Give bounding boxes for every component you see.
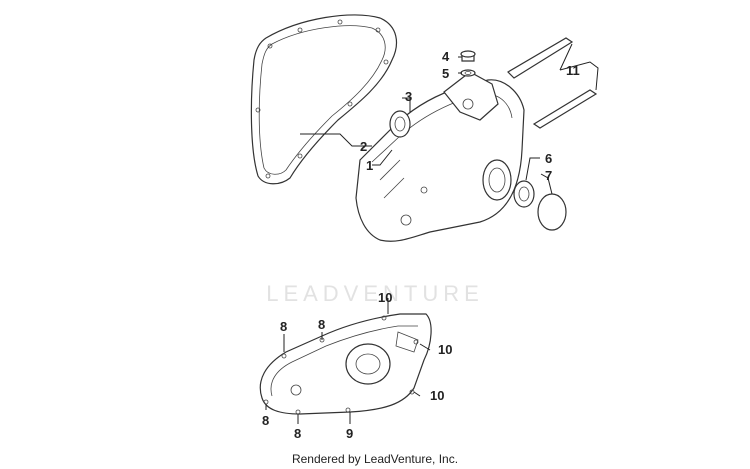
strap-parts [507,37,598,129]
cover-housing-part [355,71,525,242]
outer-cover-part [259,313,432,415]
callout-2: 2 [360,139,367,154]
callout-3: 3 [405,89,412,104]
callout-11: 11 [566,63,580,78]
callout-10-top: 10 [378,290,392,305]
callout-6: 6 [545,151,552,166]
bearing-seal-part [513,180,535,208]
callout-8-top-left: 8 [280,319,287,334]
callout-10-bottom: 10 [430,388,444,403]
gasket-part [250,14,398,185]
callout-4: 4 [442,49,450,64]
leader-lines [265,43,599,424]
callout-9: 9 [346,426,353,441]
callout-7: 7 [545,168,552,183]
washer-part [460,69,476,77]
seal-part [389,110,411,138]
plug-part [460,50,476,62]
callout-5: 5 [442,66,449,81]
callout-10-right: 10 [438,342,452,357]
callout-8-bottom: 8 [294,426,301,441]
watermark: LEADVENTURE [266,281,484,306]
callout-8-top: 8 [318,317,325,332]
callout-1: 1 [366,158,373,173]
footer-credit: Rendered by LeadVenture, Inc. [291,452,459,466]
o-ring-cap-part [537,193,567,231]
callout-8-bottom-left: 8 [262,413,269,428]
callout-labels: 1 2 3 4 5 6 7 11 10 10 10 8 8 8 8 9 [262,49,580,441]
